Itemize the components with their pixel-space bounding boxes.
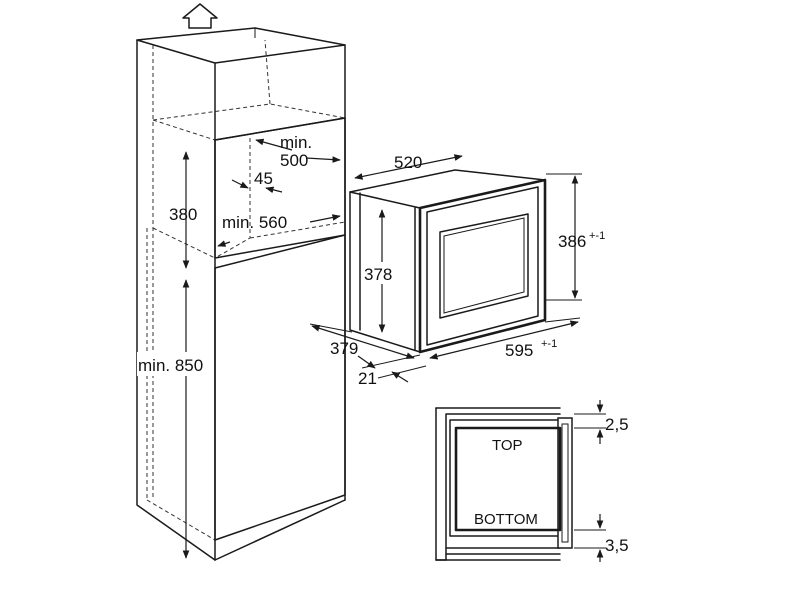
dim-min500-line2: 500 (280, 151, 308, 170)
dim-min850: min. 850 (138, 356, 203, 375)
dim-45: 45 (254, 169, 273, 188)
dim-21: 21 (358, 369, 377, 388)
dim-595: 595 (505, 341, 533, 360)
oven (349, 169, 547, 354)
dim-379: 379 (330, 339, 358, 358)
up-arrow-icon (182, 3, 218, 29)
dim-386: 386 (558, 232, 586, 251)
dim-2-5: 2,5 (605, 415, 629, 434)
dim-378: 378 (364, 265, 392, 284)
oven-housing (349, 169, 546, 353)
oven-dimensions: 520 386 +-1 378 379 595 +-1 21 (309, 153, 605, 388)
dim-386-tolerance: +-1 (589, 230, 605, 242)
cabinet-left-side (136, 39, 216, 561)
oven-window (439, 213, 529, 319)
section-niche (449, 419, 561, 537)
dim-min500-line1: min. (280, 133, 312, 152)
cabinet (136, 3, 346, 561)
cabinet-dimensions: min. 500 45 380 min. 560 min. 850 (137, 133, 341, 559)
dim-3-5: 3,5 (605, 536, 629, 555)
oven-front-frame (418, 178, 547, 354)
dim-min560: min. 560 (222, 213, 287, 232)
dim-595-tolerance: +-1 (541, 338, 557, 350)
dim-520: 520 (394, 153, 422, 172)
label-bottom: BOTTOM (474, 511, 538, 528)
cabinet-door (214, 234, 346, 541)
cross-section: TOP BOTTOM 2,5 3,5 (435, 400, 629, 562)
label-top: TOP (492, 437, 523, 454)
dim-380: 380 (169, 205, 197, 224)
